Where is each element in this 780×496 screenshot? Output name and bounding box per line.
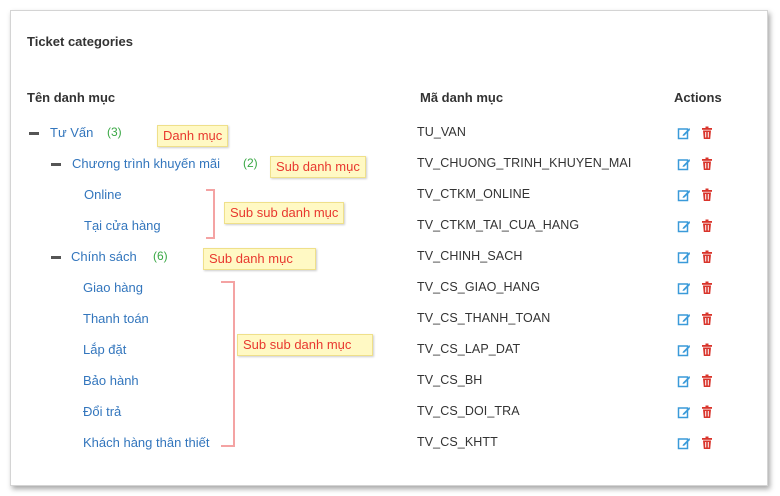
column-header-actions: Actions [674,90,722,105]
tree-row: Tư Vấn (3) TU_VAN [11,118,767,149]
category-code: TV_CS_LAP_DAT [417,342,521,356]
tree-row: Lắp đặt TV_CS_LAP_DAT [11,335,767,366]
category-code: TV_CHUONG_TRINH_KHUYEN_MAI [417,156,632,170]
trash-icon[interactable] [700,188,714,202]
tree-row: Thanh toán TV_CS_THANH_TOAN [11,304,767,335]
tree-row: Chương trình khuyến mãi (2) TV_CHUONG_TR… [11,149,767,180]
category-link[interactable]: Tư Vấn [50,125,94,140]
category-code: TV_CS_DOI_TRA [417,404,520,418]
category-code: TU_VAN [417,125,466,139]
category-link[interactable]: Chính sách [71,249,137,264]
category-code: TV_CS_KHTT [417,435,498,449]
edit-icon[interactable] [677,250,691,264]
column-header-name: Tên danh mục [27,90,116,105]
edit-icon[interactable] [677,343,691,357]
panel-title: Ticket categories [27,34,133,49]
trash-icon[interactable] [700,436,714,450]
column-header-code: Mã danh mục [420,90,504,105]
category-link[interactable]: Giao hàng [83,280,143,295]
category-code: TV_CS_GIAO_HANG [417,280,541,294]
category-link[interactable]: Online [84,187,122,202]
category-code: TV_CTKM_ONLINE [417,187,531,201]
category-count: (6) [153,249,168,263]
category-link[interactable]: Tại cửa hàng [84,218,161,233]
annotation-category: Danh mục [157,125,229,147]
trash-icon[interactable] [700,250,714,264]
trash-icon[interactable] [700,312,714,326]
tree-row: Tại cửa hàng TV_CTKM_TAI_CUA_HANG [11,211,767,242]
trash-icon[interactable] [700,219,714,233]
edit-icon[interactable] [677,374,691,388]
category-code: TV_CS_BH [417,373,483,387]
tree-row: Đổi trả TV_CS_DOI_TRA [11,397,767,428]
annotation-sub-sub-category: Sub sub danh mục [224,202,345,224]
collapse-toggle-icon[interactable] [51,256,61,259]
trash-icon[interactable] [700,343,714,357]
tree-row: Bảo hành TV_CS_BH [11,366,767,397]
collapse-toggle-icon[interactable] [29,132,39,135]
category-link[interactable]: Chương trình khuyến mãi [72,156,221,171]
category-code: TV_CHINH_SACH [417,249,523,263]
trash-icon[interactable] [700,157,714,171]
tree-row: Online TV_CTKM_ONLINE [11,180,767,211]
category-code: TV_CTKM_TAI_CUA_HANG [417,218,580,232]
edit-icon[interactable] [677,436,691,450]
category-link[interactable]: Đổi trả [83,404,122,419]
category-count: (2) [243,156,258,170]
ticket-categories-panel: Ticket categories Tên danh mục Mã danh m… [10,10,768,486]
annotation-sub-category: Sub danh mục [203,248,316,270]
trash-icon[interactable] [700,405,714,419]
trash-icon[interactable] [700,374,714,388]
trash-icon[interactable] [700,126,714,140]
annotation-sub-category: Sub danh mục [270,156,366,178]
edit-icon[interactable] [677,312,691,326]
tree-row: Khách hàng thân thiết TV_CS_KHTT [11,428,767,459]
annotation-bracket [221,281,235,447]
annotation-bracket [206,189,215,239]
edit-icon[interactable] [677,157,691,171]
edit-icon[interactable] [677,188,691,202]
edit-icon[interactable] [677,281,691,295]
category-link[interactable]: Khách hàng thân thiết [83,435,210,450]
edit-icon[interactable] [677,219,691,233]
category-count: (3) [107,125,122,139]
trash-icon[interactable] [700,281,714,295]
category-link[interactable]: Lắp đặt [83,342,127,357]
category-link[interactable]: Thanh toán [83,311,149,326]
category-code: TV_CS_THANH_TOAN [417,311,551,325]
annotation-sub-sub-category: Sub sub danh mục [237,334,373,356]
collapse-toggle-icon[interactable] [51,163,61,166]
category-link[interactable]: Bảo hành [83,373,139,388]
edit-icon[interactable] [677,405,691,419]
tree-row: Chính sách (6) TV_CHINH_SACH [11,242,767,273]
edit-icon[interactable] [677,126,691,140]
tree-row: Giao hàng TV_CS_GIAO_HANG [11,273,767,304]
